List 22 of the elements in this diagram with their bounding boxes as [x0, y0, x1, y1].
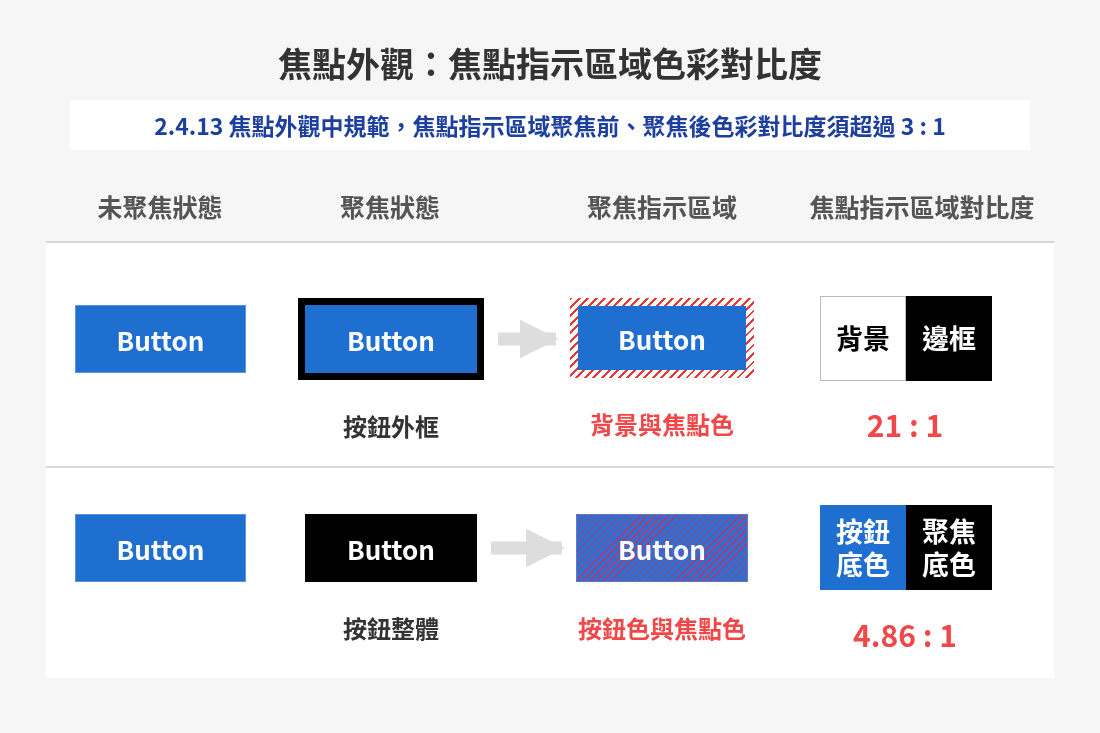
column-header: 焦點指示區域對比度: [808, 188, 1036, 224]
caption-text: 按鈕整體: [342, 610, 440, 645]
caption-text: 背景與焦點色: [589, 406, 735, 441]
arrow: [498, 319, 559, 359]
ratio-text: 4.86 : 1: [852, 612, 958, 656]
subtitle-banner: 2.4.13 焦點外觀中規範，焦點指示區域聚焦前、聚焦後色彩對比度須超過 3 : 1: [70, 100, 1030, 150]
unfocused-button: Button: [75, 305, 246, 373]
contrast-swatch: 按鈕底色: [820, 505, 906, 590]
unfocused-button: Button: [75, 514, 246, 582]
column-header: 未聚焦狀態: [96, 188, 224, 224]
arrow: [491, 528, 565, 568]
column-header: 聚焦指示區域: [586, 188, 738, 224]
caption-text: 按鈕外框: [342, 408, 440, 443]
contrast-swatch: 邊框: [906, 296, 992, 381]
column-header: 聚焦狀態: [339, 188, 441, 224]
focused-button: Button: [298, 298, 484, 380]
contrast-swatch: 聚焦底色: [906, 505, 992, 590]
title-text: 焦點外觀：焦點指示區域色彩對比度: [277, 38, 823, 87]
contrast-swatch: 背景: [820, 296, 906, 381]
ratio-text: 21 : 1: [865, 402, 945, 446]
focused-button: Button: [305, 514, 477, 582]
caption-text: 按鈕色與焦點色: [577, 610, 747, 645]
